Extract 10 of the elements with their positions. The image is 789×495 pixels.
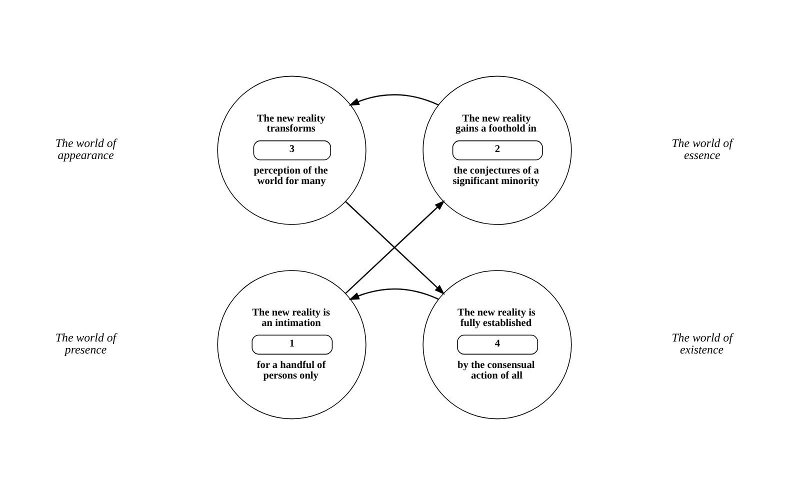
node-circle: The new reality is an intimation 1 for a handful of persons only bbox=[217, 270, 366, 420]
arrow bbox=[348, 288, 439, 300]
node-circle: The new reality gains a foothold in 2 the conjectures of a significant minority bbox=[422, 76, 572, 225]
node-circle: The new reality is fully established 4 by the consensual action of all bbox=[422, 270, 572, 420]
arrow bbox=[348, 94, 439, 106]
node-circle: The new reality transforms 3 perception of the world for many bbox=[217, 76, 366, 225]
label: The world of presence bbox=[55, 330, 116, 356]
label: The world of appearance bbox=[55, 136, 116, 162]
label: The world of existence bbox=[672, 330, 732, 356]
label: The world of essence bbox=[672, 136, 732, 162]
